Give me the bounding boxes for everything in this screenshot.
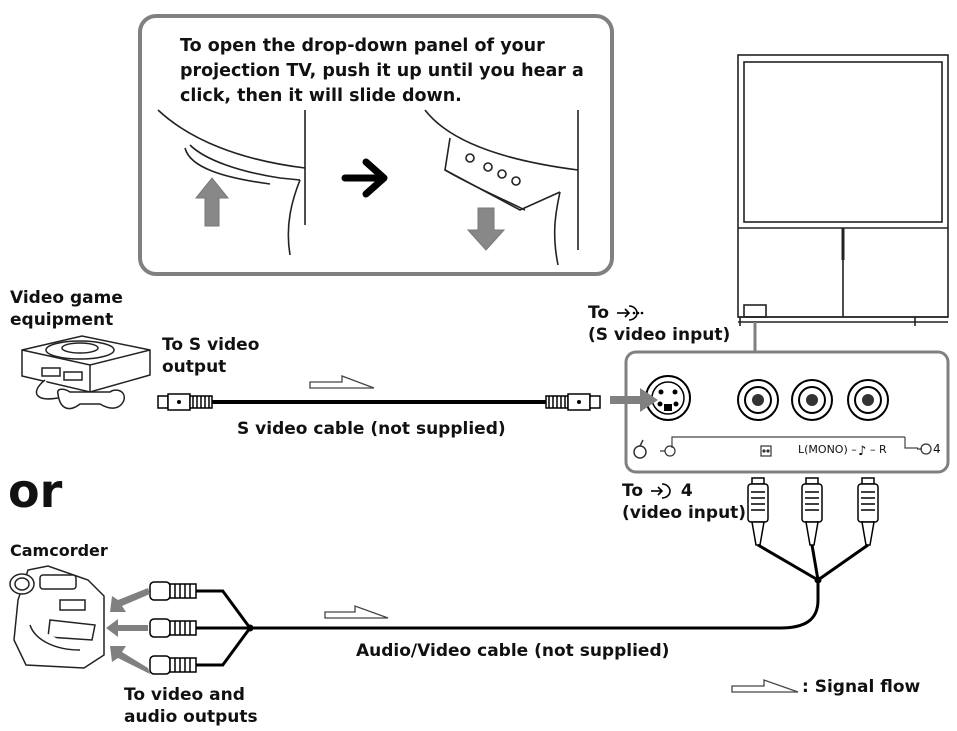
video-input-4-small-icon [917, 443, 932, 455]
video-game-console [21, 335, 151, 410]
callout-text: To open the drop-down panel of your proj… [180, 36, 584, 106]
tv-panel-closed-sketch [157, 109, 306, 256]
label-to-s-video-output: To S video output [162, 335, 260, 377]
label-to-video-input: To 4 (video input) [622, 481, 747, 523]
rca-jack-video [737, 379, 779, 421]
rca-jack-audio-left [791, 379, 833, 421]
camcorder [9, 565, 105, 669]
label-camcorder: Camcorder [10, 541, 108, 560]
av-cable-junction [246, 624, 254, 632]
tv-panel-open-sketch [424, 109, 579, 266]
s-video-input-icon [616, 305, 644, 321]
av-cable-junction [814, 576, 822, 584]
headphone-icon [633, 439, 647, 459]
s-video-cable [157, 393, 601, 411]
label-video-game-equipment: Video game equipment [10, 288, 123, 330]
camcorder-side-plugs [149, 581, 222, 675]
arrow-right-icon [341, 158, 388, 198]
s-video-plug-arrow [610, 388, 658, 412]
s-video-input-small-icon [660, 445, 676, 457]
projection-tv [737, 54, 949, 326]
label-av-cable: Audio/Video cable (not supplied) [356, 641, 670, 661]
push-up-arrow-icon [194, 177, 230, 227]
label-to-s-video-input: To (S video input) [588, 303, 731, 345]
label-s-video-cable: S video cable (not supplied) [237, 419, 506, 439]
panel-label-mono: L(MONO) – [798, 443, 857, 456]
panel-label-r: – R [870, 443, 887, 456]
av-cable [220, 543, 869, 667]
signal-flow-arrow-icon [309, 375, 375, 389]
camcorder-plug-arrows [106, 588, 150, 674]
rca-jack-audio-right [847, 379, 889, 421]
slide-down-arrow-icon [466, 207, 506, 251]
panel-guide-lines [671, 436, 918, 449]
rca-plugs [747, 477, 879, 546]
panel-label-input-num: 4 [933, 442, 941, 456]
callout-box [138, 14, 614, 276]
label-or: or [8, 464, 63, 518]
video-input-small-icon [760, 445, 772, 457]
video-input-icon [650, 483, 671, 499]
label-to-video-audio-outputs: To video and audio outputs [124, 685, 258, 727]
music-note-icon: ♪ [858, 444, 866, 459]
signal-flow-arrow-icon [731, 679, 799, 693]
label-signal-flow: : Signal flow [802, 677, 921, 697]
signal-flow-arrow-icon [324, 605, 389, 619]
s-video-jack [645, 375, 691, 421]
